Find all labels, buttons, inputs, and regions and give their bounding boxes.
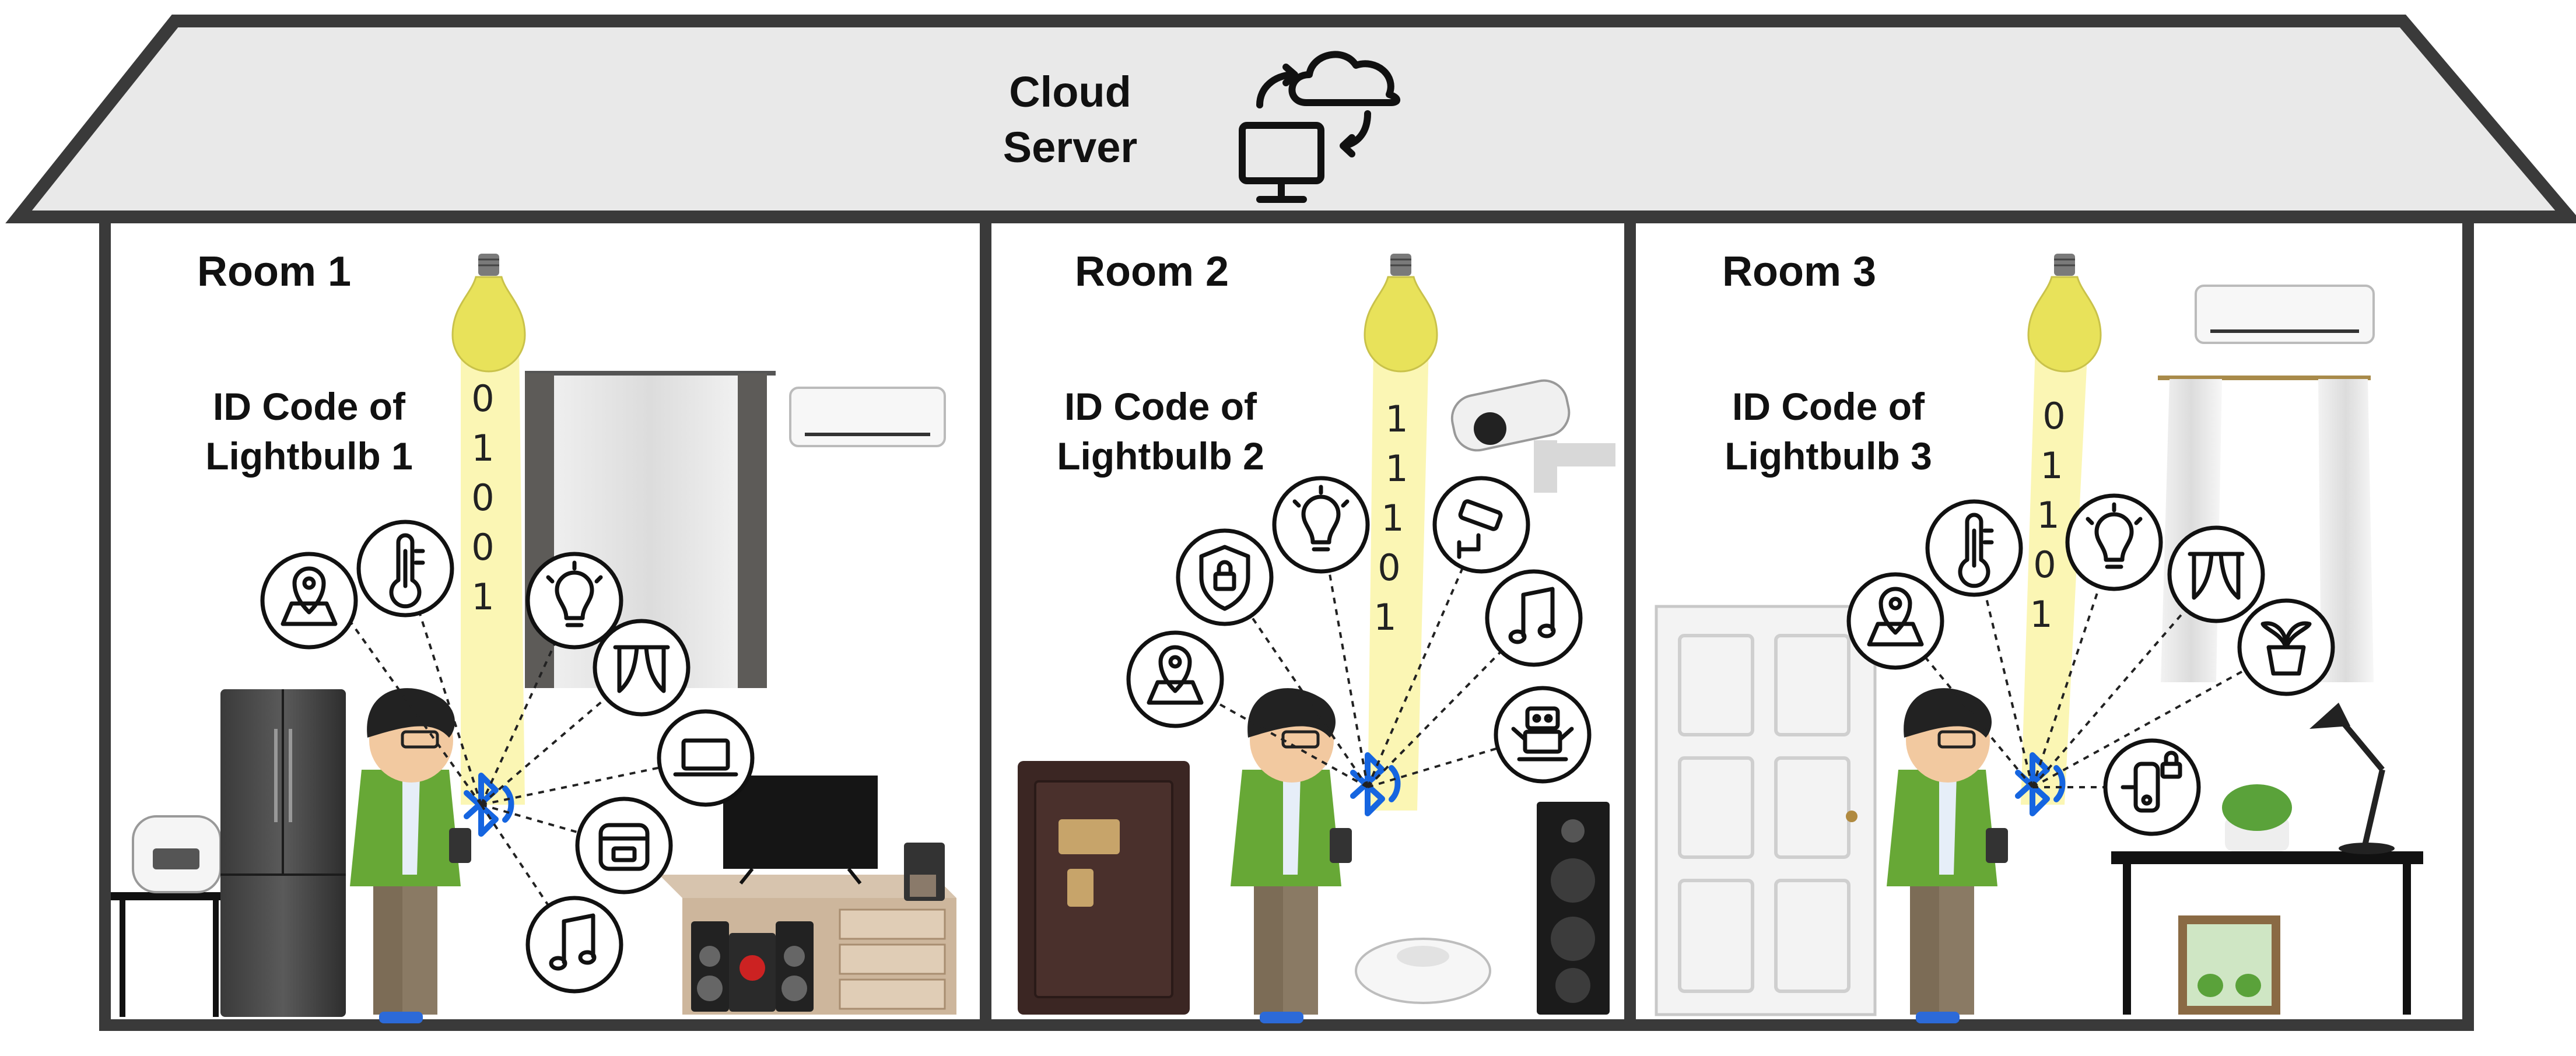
tv <box>723 776 878 885</box>
bit: 1 <box>471 576 494 618</box>
bit: 0 <box>471 526 494 569</box>
room-title: Room 2 <box>1075 248 1229 295</box>
curtain-icon <box>2167 525 2265 623</box>
user-with-phone <box>1887 688 2008 1023</box>
ceiling-lightbulb <box>2027 252 2102 373</box>
security-camera-icon <box>1432 476 1530 574</box>
bit: 1 <box>1385 447 1408 490</box>
map-pin-icon <box>1126 630 1224 728</box>
ceiling-lightbulb <box>1364 252 1438 373</box>
desk <box>2111 851 2423 1015</box>
laptop-icon <box>657 709 755 807</box>
bit: 1 <box>2030 593 2052 636</box>
coffee-maker <box>904 843 945 901</box>
id-bits: 0 1 1 0 1 <box>2030 395 2065 636</box>
lightbulb-icon <box>2065 493 2163 591</box>
user-with-phone <box>1231 688 1352 1023</box>
room-title: Room 3 <box>1722 248 1876 295</box>
bit: 1 <box>1385 398 1408 440</box>
music-note-icon <box>1485 569 1583 667</box>
thermometer-icon <box>1925 499 2023 597</box>
user-with-phone <box>350 688 471 1023</box>
door <box>1655 605 1877 1016</box>
lightbulb-icon <box>1272 476 1370 574</box>
air-conditioner <box>789 387 946 447</box>
music-note-icon <box>525 896 623 994</box>
cloud-server-icon <box>1239 51 1401 203</box>
bit: 0 <box>471 377 494 420</box>
id-code-label-line2: Lightbulb 3 <box>1725 434 1932 478</box>
bit: 1 <box>1381 497 1404 539</box>
map-pin-icon <box>1846 572 1944 670</box>
room-2: Room 2 ID Code of Lightbulb 2 1 1 1 0 1 <box>1018 248 1615 1023</box>
curtain-icon <box>593 619 691 717</box>
id-code-label-line1: ID Code of <box>213 385 406 428</box>
security-camera <box>1450 379 1615 493</box>
plant <box>2222 784 2292 851</box>
plant-cabinet <box>2178 915 2280 1015</box>
light-beam <box>2021 344 2088 805</box>
map-pin-icon <box>260 552 358 650</box>
side-table <box>111 892 227 1017</box>
bit: 0 <box>2042 395 2065 437</box>
id-code-label-line2: Lightbulb 2 <box>1057 434 1264 478</box>
bit: 0 <box>2033 543 2056 586</box>
ceiling-lightbulb <box>451 252 526 373</box>
id-bits: 0 1 0 0 1 <box>471 377 494 618</box>
refrigerator <box>220 689 346 1017</box>
house-walls <box>99 217 2474 1031</box>
bit: 1 <box>1373 596 1396 638</box>
plant-pot-icon <box>2237 598 2335 696</box>
cloud-label-line2: Server <box>1003 123 1137 171</box>
safe <box>1018 761 1190 1015</box>
robot-vacuum <box>1355 938 1491 1004</box>
bit: 0 <box>1378 546 1400 589</box>
rice-cooker <box>132 815 222 893</box>
room-title: Room 1 <box>197 248 351 295</box>
bit: 0 <box>471 476 494 519</box>
id-code-label-line1: ID Code of <box>1064 385 1257 428</box>
lock-shield-icon <box>1176 528 1274 626</box>
light-beam <box>1368 344 1429 811</box>
curtains <box>2158 376 2374 682</box>
id-code-label-line1: ID Code of <box>1732 385 1925 428</box>
id-code-label-line2: Lightbulb 1 <box>205 434 413 478</box>
speakers <box>691 921 814 1012</box>
lightbulb-icon <box>525 552 623 650</box>
light-beam <box>461 344 525 805</box>
room-3: Room 3 ID Code of Lightbulb 3 0 1 1 0 1 <box>1655 248 2423 1023</box>
bit: 1 <box>2037 494 2059 536</box>
desk-lamp <box>2309 703 2395 854</box>
id-bits: 1 1 1 0 1 <box>1373 398 1408 638</box>
floor-speaker <box>1537 802 1610 1015</box>
bit: 1 <box>2040 444 2063 487</box>
robot-icon <box>1494 686 1592 784</box>
air-conditioner <box>2195 285 2375 344</box>
smart-lock-icon <box>2103 738 2201 836</box>
room-1: Room 1 ID Code of Lightbulb 1 0 1 0 0 1 <box>111 248 956 1023</box>
thermometer-icon <box>356 520 454 618</box>
cloud-label-line1: Cloud <box>1009 68 1131 116</box>
bit: 1 <box>471 427 494 469</box>
roof <box>5 15 2576 223</box>
cooker-icon <box>575 797 673 894</box>
